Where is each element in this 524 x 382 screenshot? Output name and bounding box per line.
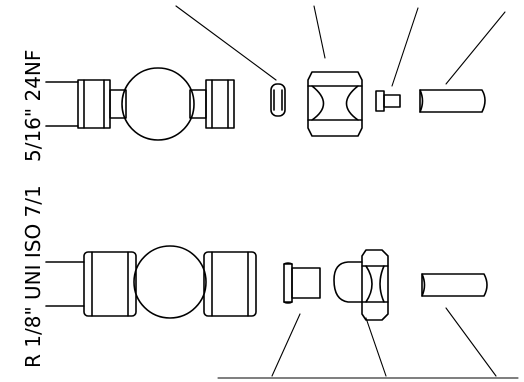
label-bottom-thread: R 1/8" UNI ISO 7/1: [21, 185, 45, 368]
bottom-hex-nut: [333, 249, 389, 321]
bottom-sleeve: [283, 262, 321, 304]
top-hex-nut: [307, 71, 363, 137]
top-tube: [419, 89, 486, 113]
top-leader-lines: [175, 5, 506, 87]
bottom-valve-body: [45, 245, 257, 319]
bottom-tube: [421, 273, 488, 297]
top-valve-body: [45, 67, 235, 141]
top-o-ring: [270, 83, 286, 117]
label-top-thread: 5/16" 24NF: [21, 50, 45, 162]
bottom-leader-lines: [217, 307, 519, 379]
top-insert-pin: [375, 90, 401, 112]
